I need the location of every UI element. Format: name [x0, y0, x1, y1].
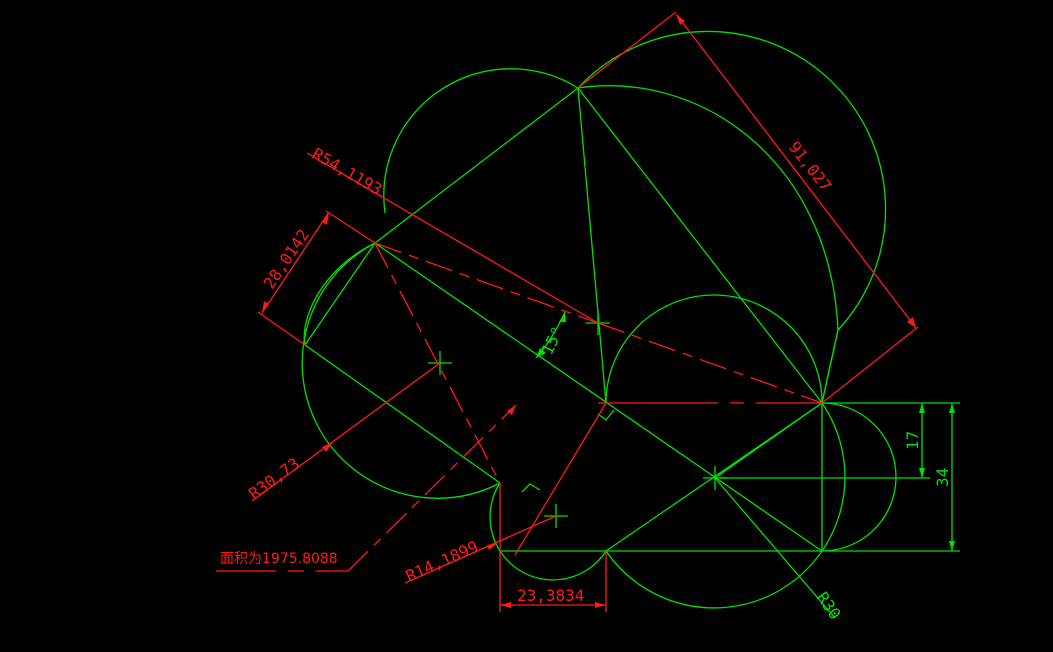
right-circle-upper-arc	[605, 294, 823, 404]
left-dashed	[374, 242, 599, 324]
chord-top-right	[577, 87, 823, 404]
dim-91-ext-2	[821, 326, 919, 404]
area-label: 面积为1975.8088	[220, 551, 338, 567]
right-circle-lower-arc	[605, 402, 846, 609]
center-to-corner	[714, 402, 823, 479]
left-upper-arc	[303, 242, 376, 346]
geometry-layer	[301, 30, 960, 619]
diagonal-left	[304, 344, 501, 484]
dim-r54-label: R54,1193	[309, 144, 385, 199]
left-circle-arc	[301, 242, 501, 499]
chord-top-down	[577, 87, 607, 404]
dim-34-label: 34	[933, 468, 952, 487]
small-circle-arc	[489, 482, 607, 581]
diagonal-main	[374, 242, 823, 552]
dim-28-ext-1	[325, 210, 376, 244]
r30-leader	[714, 477, 836, 619]
area-leader	[347, 404, 517, 572]
left-center-dashed	[374, 242, 501, 484]
dim-r30-label: R30	[813, 588, 845, 623]
right-angle-mark-2	[521, 483, 541, 493]
large-arc-right	[577, 85, 839, 404]
center-mark-right	[703, 466, 727, 490]
dim-91-ext-1	[577, 11, 677, 89]
right-angle-mark-1	[597, 409, 615, 421]
r3073-leader	[251, 362, 441, 502]
chord-left	[304, 242, 376, 346]
r54-dashed	[597, 322, 823, 404]
dim-r3073-label: R30,73	[245, 454, 303, 503]
large-arc	[383, 30, 887, 404]
chord-top-left	[374, 87, 579, 244]
dim-r14-label: R14,1899	[403, 537, 481, 586]
dim-28-label: 28,0142	[260, 226, 313, 293]
dim-17-label: 17	[903, 431, 922, 450]
annotation-layer	[216, 11, 919, 612]
dim-91-line	[675, 13, 917, 329]
dim-28-line	[261, 211, 330, 314]
r54-leader	[306, 152, 599, 324]
right-circle-right-arc	[821, 402, 897, 552]
dim-angle-label: 15°	[538, 323, 568, 357]
dim-23-label: 23,3834	[517, 586, 584, 605]
r14-leader	[404, 515, 557, 584]
dim-28-ext-2	[257, 311, 306, 346]
small-center-line	[514, 402, 607, 556]
